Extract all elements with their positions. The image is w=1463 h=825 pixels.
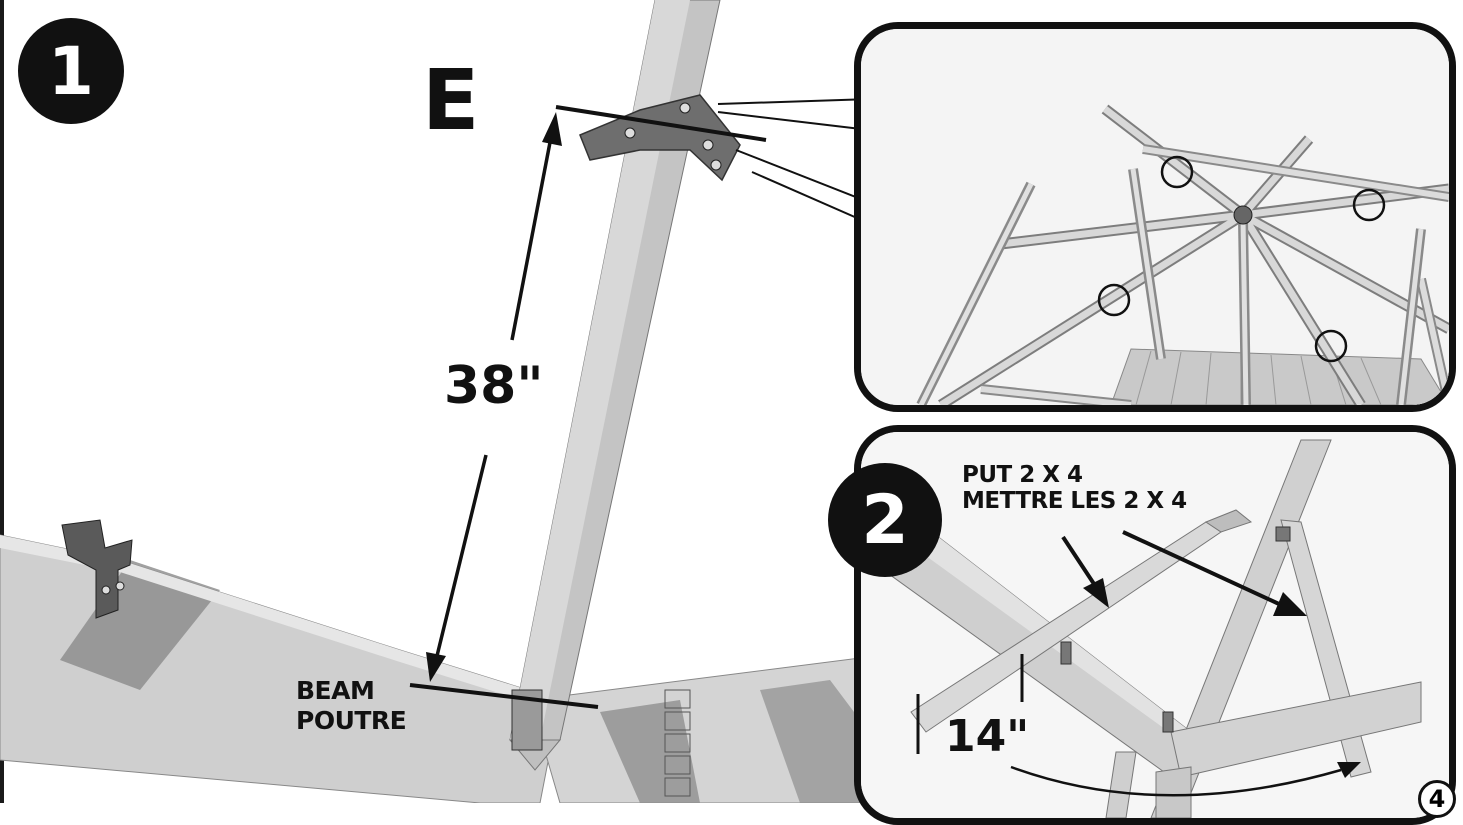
beam-right-shadow-2: [760, 680, 860, 803]
beam-bracket-bolt: [101, 585, 111, 595]
corner-post: [1155, 766, 1192, 818]
part-label-e: E: [422, 51, 480, 149]
step-1-badge: 1: [18, 18, 124, 124]
beam-left-shadow: [60, 560, 220, 690]
measurement-14-in: 14": [945, 711, 1030, 762]
page-number: 4: [1418, 780, 1456, 818]
bracket-e: [579, 94, 741, 182]
gazebo-roof-overview: [861, 29, 1449, 405]
arrow-head-down: [426, 652, 446, 682]
bracket-callouts: [1097, 155, 1386, 363]
rafter-highlight: [510, 0, 690, 740]
instruction-caption-fr: METTRE LES 2 X 4: [962, 488, 1187, 514]
two-by-four-end: [1204, 509, 1253, 533]
dim-curve: [1010, 765, 1342, 797]
roof-hub: [1233, 205, 1253, 225]
beam-caption-fr: POUTRE: [296, 706, 407, 735]
bracket-bolt: [624, 127, 636, 139]
bracket-bolt: [702, 139, 714, 151]
two-by-four-detail: [861, 432, 1449, 818]
reference-line-top: [555, 105, 767, 142]
leader-lines: [717, 98, 860, 221]
beam-caption-en: BEAM: [296, 676, 375, 705]
instruction-caption-en: PUT 2 X 4: [962, 462, 1083, 488]
dimension-line-upper: [510, 131, 554, 341]
dimension-line-lower: [434, 454, 488, 661]
arrow-head-up: [542, 112, 562, 146]
main-illustration: [0, 0, 860, 803]
beam-left-top: [0, 535, 560, 712]
right-beam: [1170, 681, 1422, 778]
arrow-to-rafter-head: [1273, 592, 1307, 616]
bracket-bolt: [710, 159, 722, 171]
arrow-to-2x4-head: [1083, 578, 1109, 608]
beam-bracket: [61, 519, 133, 619]
bracket-bolt: [679, 102, 691, 114]
dim-curve-head: [1337, 762, 1361, 778]
side-post: [1105, 751, 1137, 818]
page-border: [0, 0, 4, 803]
bracket: [1060, 641, 1072, 665]
beam-bracket-bolt: [115, 581, 125, 591]
instruction-caption: PUT 2 X 4 METTRE LES 2 X 4: [962, 462, 1187, 514]
step-2-badge: 2: [828, 463, 942, 577]
bracket: [1275, 526, 1291, 542]
reference-line-beam: [409, 683, 599, 709]
beam-caption: BEAM POUTRE: [296, 676, 407, 736]
bracket: [1162, 711, 1174, 733]
measurement-38-in: 38": [444, 356, 544, 416]
main-beam-top: [886, 512, 1191, 737]
detail-panel-overview: [854, 22, 1456, 412]
arrow-to-rafter: [1122, 530, 1280, 606]
detail-panel-2x4: [854, 425, 1456, 825]
beam-right-shadow: [600, 700, 700, 803]
lumber-stamp: [664, 689, 691, 797]
arrow-to-2x4: [1061, 535, 1098, 589]
